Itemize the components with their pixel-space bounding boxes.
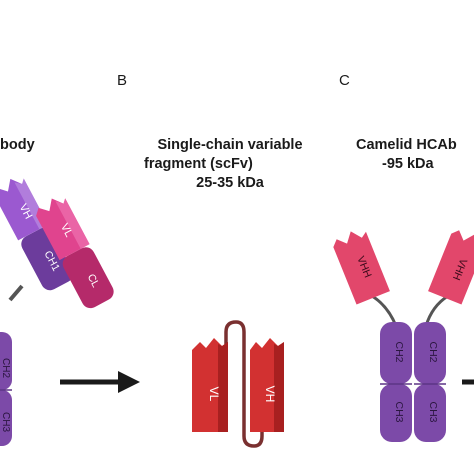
cl-label: CL xyxy=(85,272,102,290)
panel-b-title-line2: fragment (scFv) xyxy=(144,156,253,172)
panel-a-title: body xyxy=(0,137,35,153)
svg-text:CH3: CH3 xyxy=(0,412,11,432)
panel-b-title-line3: 25-35 kDa xyxy=(196,175,264,191)
vl-label: VL xyxy=(58,222,75,240)
vhh-right-domain xyxy=(428,230,474,305)
svg-text:VL: VL xyxy=(207,387,221,402)
vh-domain xyxy=(0,178,49,241)
vl-domain xyxy=(36,198,90,261)
fc-ch3-domain xyxy=(0,390,12,446)
ch3-left-domain xyxy=(380,384,412,442)
ch2-right-domain xyxy=(414,322,446,384)
panel-c-title-line2: -95 kDa xyxy=(382,156,434,172)
panel-c-hcab: VHH VHH CH2 CH3 CH2 CH3 xyxy=(333,230,474,442)
svg-text:CH3: CH3 xyxy=(427,401,439,422)
vhh-left-domain xyxy=(333,231,390,305)
panel-b-title-line1: Single-chain variable xyxy=(157,137,303,153)
svg-text:CH3: CH3 xyxy=(393,401,405,422)
svg-text:VH: VH xyxy=(263,386,277,403)
svg-text:CH2: CH2 xyxy=(427,341,439,362)
svg-text:CH2: CH2 xyxy=(393,341,405,362)
cl-domain xyxy=(62,247,114,309)
arrow-a-to-b xyxy=(60,371,140,393)
panel-letter-b: B xyxy=(117,72,128,89)
svg-text:CH2: CH2 xyxy=(0,358,11,378)
ch2-left-domain xyxy=(380,322,412,384)
panel-c-title-line1: Camelid HCAb xyxy=(356,137,457,153)
panel-letter-c: C xyxy=(339,72,350,89)
ch1-domain xyxy=(21,227,74,291)
panel-a-antibody: CH2 CH3 CH1 VH CL VL xyxy=(0,178,114,446)
panel-c-title: Camelid HCAb -95 kDa xyxy=(356,136,474,174)
ch3-right-domain xyxy=(414,384,446,442)
panel-b-scfv: VL VH xyxy=(192,320,284,448)
panel-b-title: Single-chain variable fragment (scFv) 25… xyxy=(132,136,328,193)
fc-ch2-domain xyxy=(0,332,12,390)
scfv-linker xyxy=(224,320,264,448)
